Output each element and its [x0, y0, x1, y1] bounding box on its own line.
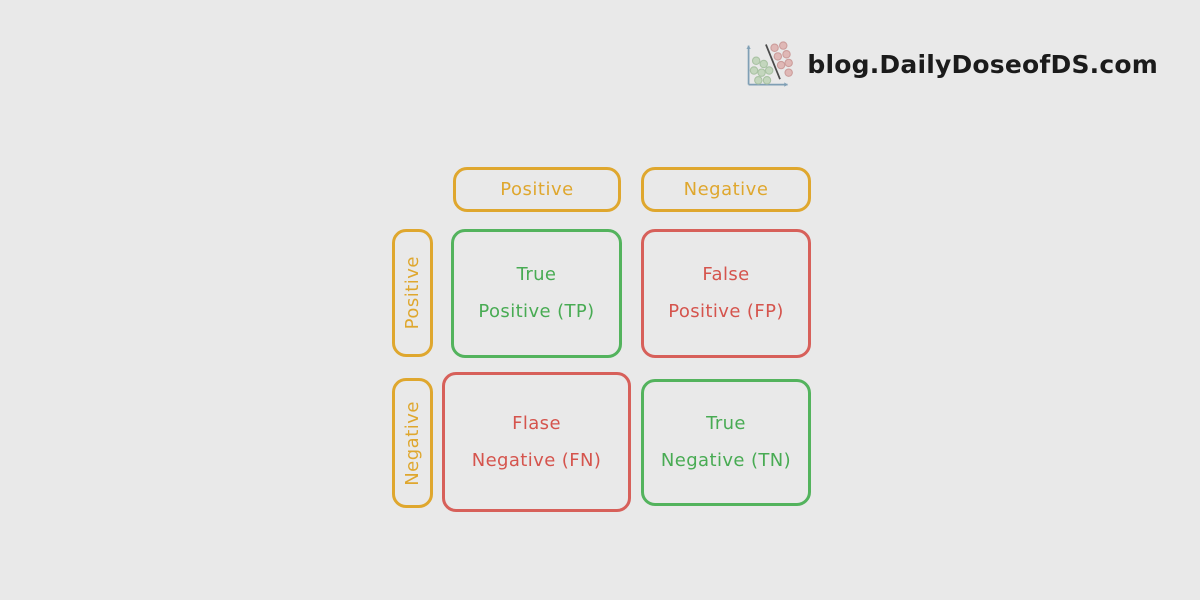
column-header-positive: Positive: [453, 167, 621, 212]
column-header-negative-label: Negative: [683, 179, 769, 200]
column-header-positive-label: Positive: [500, 179, 574, 200]
cell-false-positive-line2: Positive (FP): [668, 301, 784, 322]
cell-true-positive-line2: Positive (TP): [478, 301, 595, 322]
cell-true-negative-line1: True: [706, 413, 746, 435]
cell-false-negative-line1: Flase: [512, 412, 561, 434]
cell-false-positive-line1: False: [702, 264, 750, 286]
cell-true-positive: True Positive (TP): [451, 229, 622, 358]
scatter-plot-icon: [746, 41, 794, 87]
row-header-positive-label: Positive: [402, 256, 423, 330]
cell-true-negative: True Negative (TN): [641, 379, 811, 506]
row-header-negative: Negative: [392, 378, 433, 508]
cell-true-negative-line2: Negative (TN): [660, 450, 792, 471]
cell-false-positive: False Positive (FP): [641, 229, 811, 358]
column-header-negative: Negative: [641, 167, 811, 212]
cell-true-positive-line1: True: [516, 264, 557, 286]
site-url-text: blog.DailyDoseofDS.com: [807, 49, 1158, 79]
row-header-negative-label: Negative: [402, 400, 423, 486]
cell-false-negative: Flase Negative (FN): [442, 372, 631, 512]
cell-false-negative-line2: Negative (FN): [471, 449, 602, 471]
site-branding: blog.DailyDoseofDS.com: [741, 38, 1158, 90]
row-header-positive: Positive: [392, 229, 433, 357]
